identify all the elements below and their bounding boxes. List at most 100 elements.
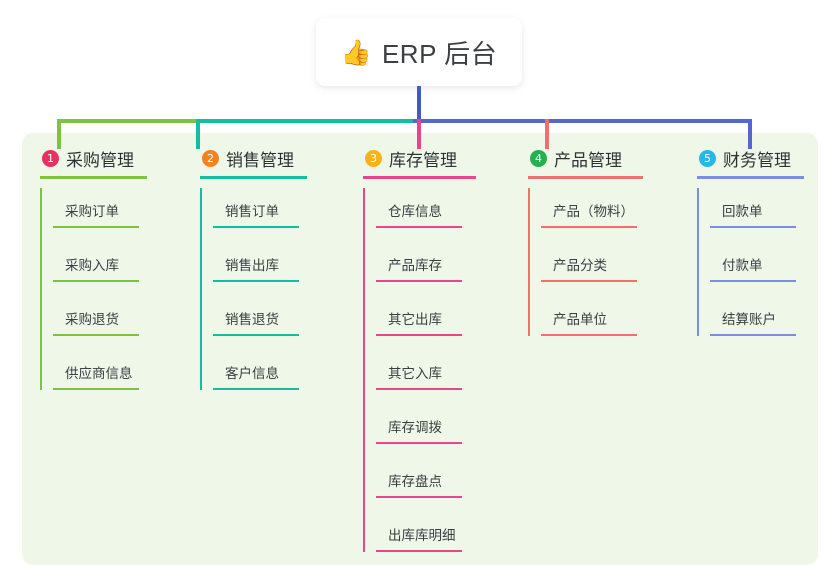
branch-item[interactable]: 库存盘点: [376, 458, 513, 512]
branch-item-underline: [376, 226, 462, 228]
branch-number-badge: 2: [202, 149, 219, 167]
connector-bus-teal: [196, 119, 413, 123]
branch-header-underline: [697, 176, 804, 179]
branch-item[interactable]: 产品分类: [541, 242, 688, 296]
branch-item-underline: [53, 280, 139, 282]
connector-stub-2: [196, 119, 200, 149]
branch-item[interactable]: 采购退货: [53, 296, 190, 350]
branch-item[interactable]: 供应商信息: [53, 350, 190, 404]
branch-item-label: 采购入库: [65, 258, 119, 273]
branch-header-underline: [200, 176, 307, 179]
branch-number-badge: 4: [530, 149, 547, 167]
root-node-erp-backend[interactable]: 👍 ERP 后台: [316, 18, 522, 86]
branch-item[interactable]: 销售订单: [213, 188, 350, 242]
branch-items: 采购订单采购入库采购退货供应商信息: [40, 188, 190, 404]
branch-item-underline: [376, 550, 462, 552]
branch-header-5[interactable]: 5 财务管理: [697, 145, 839, 171]
branch-number-badge: 1: [42, 149, 59, 167]
branch-title: 库存管理: [389, 150, 457, 170]
branch-item-label: 供应商信息: [65, 366, 133, 381]
branch-item-label: 其它入库: [388, 366, 442, 381]
branch-item[interactable]: 销售退货: [213, 296, 350, 350]
branch-item-label: 产品（物料）: [553, 204, 634, 219]
branch-header-underline: [40, 176, 147, 179]
branch-item-underline: [376, 280, 462, 282]
branch-title: 采购管理: [66, 150, 134, 170]
branch-item[interactable]: 客户信息: [213, 350, 350, 404]
branch-item-label: 仓库信息: [388, 204, 442, 219]
branch-items: 回款单付款单结算账户: [697, 188, 839, 350]
branch-title: 销售管理: [226, 150, 294, 170]
connector-trunk: [417, 86, 421, 119]
branch-item-underline: [376, 442, 462, 444]
branch-item[interactable]: 付款单: [710, 242, 839, 296]
branch-item-label: 出库库明细: [388, 528, 456, 543]
branch-item[interactable]: 其它入库: [376, 350, 513, 404]
branch-item-underline: [53, 226, 139, 228]
branch-header-underline: [528, 176, 643, 179]
branch-spine: [40, 188, 42, 390]
branch-item-label: 产品单位: [553, 312, 607, 327]
branch-item-label: 销售订单: [225, 204, 279, 219]
branch-item-underline: [53, 388, 139, 390]
branch-item[interactable]: 产品库存: [376, 242, 513, 296]
connector-stub-3: [417, 119, 421, 149]
branch-items: 销售订单销售出库销售退货客户信息: [200, 188, 350, 404]
branch-number-badge: 3: [365, 149, 382, 167]
branch-item[interactable]: 出库库明细: [376, 512, 513, 566]
branch-item[interactable]: 库存调拨: [376, 404, 513, 458]
branch-item-label: 销售出库: [225, 258, 279, 273]
branch-column-1: 1 采购管理采购订单采购入库采购退货供应商信息: [40, 145, 190, 404]
branch-header-underline: [363, 176, 476, 179]
branch-item-label: 采购退货: [65, 312, 119, 327]
branch-item[interactable]: 产品（物料）: [541, 188, 688, 242]
diagram-background-panel: [22, 133, 818, 565]
branch-item-underline: [213, 388, 299, 390]
branch-item[interactable]: 产品单位: [541, 296, 688, 350]
branch-item-label: 回款单: [722, 204, 763, 219]
branch-item-label: 结算账户: [722, 312, 776, 327]
branch-item[interactable]: 采购入库: [53, 242, 190, 296]
branch-title: 财务管理: [723, 150, 791, 170]
branch-item-label: 采购订单: [65, 204, 119, 219]
branch-spine: [200, 188, 202, 390]
branch-item-underline: [541, 280, 637, 282]
branch-column-5: 5 财务管理回款单付款单结算账户: [697, 145, 839, 350]
branch-item[interactable]: 销售出库: [213, 242, 350, 296]
branch-item-underline: [213, 280, 299, 282]
branch-item-underline: [376, 334, 462, 336]
branch-item[interactable]: 仓库信息: [376, 188, 513, 242]
branch-item-label: 其它出库: [388, 312, 442, 327]
branch-header-2[interactable]: 2 销售管理: [200, 145, 350, 171]
branch-item[interactable]: 结算账户: [710, 296, 839, 350]
branch-item-label: 销售退货: [225, 312, 279, 327]
thumbs-up-icon: 👍: [340, 38, 372, 67]
branch-item-label: 库存盘点: [388, 474, 442, 489]
branch-item-underline: [710, 334, 796, 336]
branch-item[interactable]: 回款单: [710, 188, 839, 242]
branch-item-label: 库存调拨: [388, 420, 442, 435]
root-node-title: ERP 后台: [381, 38, 498, 69]
branch-item-underline: [541, 334, 637, 336]
branch-spine: [697, 188, 699, 336]
branch-item-underline: [710, 280, 796, 282]
branch-item-label: 产品库存: [388, 258, 442, 273]
branch-item-underline: [213, 226, 299, 228]
branch-column-3: 3 库存管理仓库信息产品库存其它出库其它入库库存调拨库存盘点出库库明细: [363, 145, 513, 566]
connector-bus-blue: [413, 119, 752, 123]
branch-item[interactable]: 其它出库: [376, 296, 513, 350]
connector-stub-4: [545, 119, 549, 149]
branch-item-underline: [541, 226, 637, 228]
branch-column-2: 2 销售管理销售订单销售出库销售退货客户信息: [200, 145, 350, 404]
branch-item-underline: [213, 334, 299, 336]
branch-item-label: 付款单: [722, 258, 763, 273]
branch-number-badge: 5: [699, 149, 716, 167]
branch-header-3[interactable]: 3 库存管理: [363, 145, 513, 171]
branch-spine: [363, 188, 365, 552]
branch-header-1[interactable]: 1 采购管理: [40, 145, 190, 171]
branch-items: 产品（物料） 产品分类产品单位: [528, 188, 688, 350]
branch-item[interactable]: 采购订单: [53, 188, 190, 242]
